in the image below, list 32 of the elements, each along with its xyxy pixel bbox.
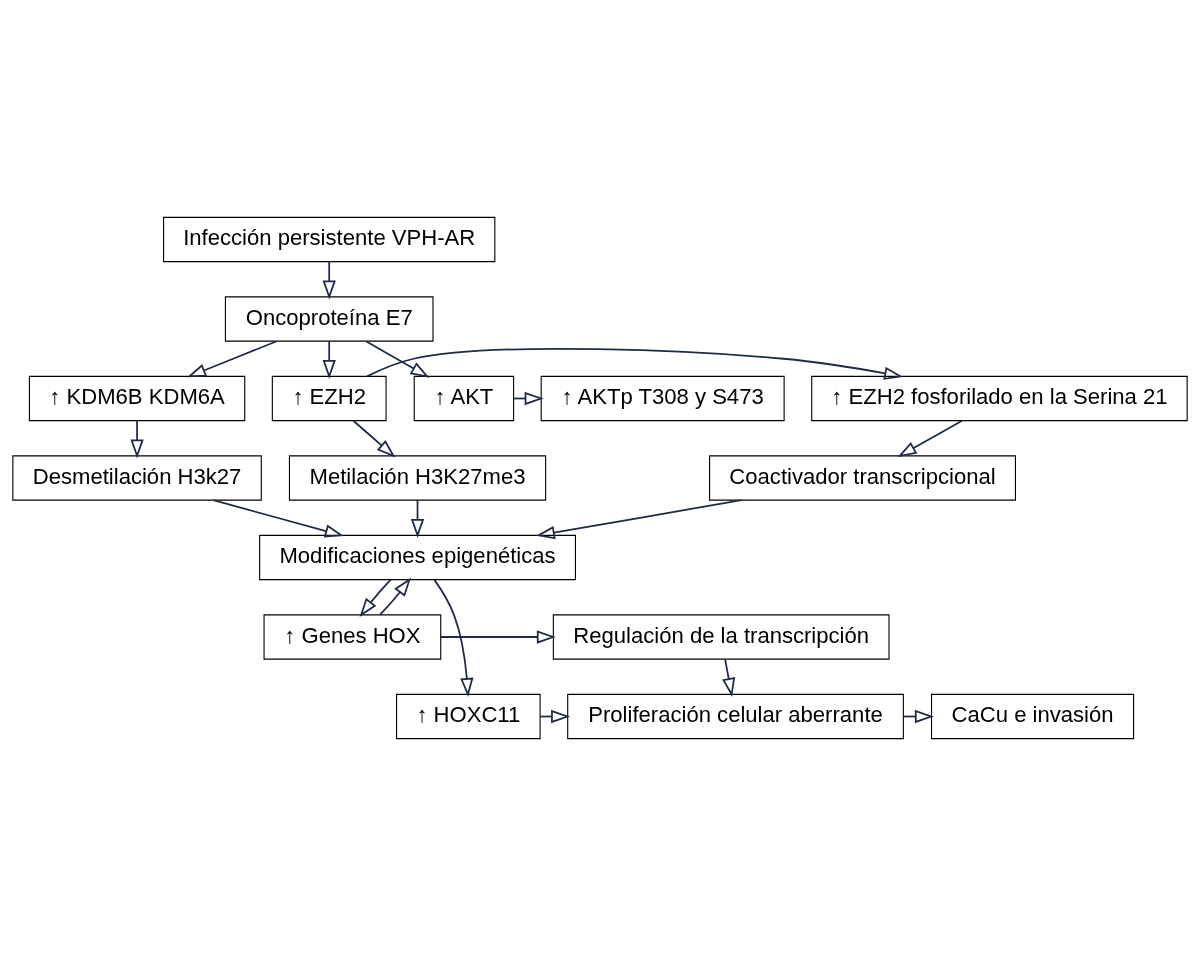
node-box: Desmetilación H3k27: [12, 454, 262, 501]
node-box: Oncoproteína E7: [224, 295, 434, 342]
arrow: [212, 498, 344, 537]
node-box: Proliferación celular aberrante: [567, 693, 904, 739]
node-box: ↑ EZH2: [271, 375, 387, 421]
node-box: ↑ EZH2 fosforilado en la Serina 21: [811, 375, 1188, 421]
node-box: Infección persistente VPH-AR: [163, 216, 496, 262]
arrow: [130, 419, 144, 458]
arrow: [352, 419, 396, 458]
arrow: [440, 629, 556, 644]
arrow: [379, 577, 412, 616]
arrow: [535, 498, 743, 539]
node-box: CaCu e invasión: [931, 693, 1135, 739]
node-box: ↑ Genes HOX: [263, 613, 442, 660]
arrow: [365, 339, 430, 378]
arrow: [410, 498, 425, 538]
arrow: [187, 339, 278, 377]
arrow: [322, 260, 336, 299]
node-box: ↑ AKT: [413, 375, 515, 421]
node-box: Coactivador transcripcional: [709, 454, 1016, 501]
arrow: [897, 419, 963, 457]
node-box: Regulación de la transcripción: [552, 613, 890, 660]
arrow: [722, 657, 736, 697]
node-box: Modificaciones epigenéticas: [259, 534, 576, 580]
arrow: [359, 578, 392, 617]
node-box: Metilación H3K27me3: [288, 454, 547, 501]
node-box: ↑ AKTp T308 y S473: [540, 375, 785, 421]
arrow: [433, 578, 474, 697]
arrow: [322, 339, 336, 379]
arrow: [366, 347, 904, 380]
node-box: ↑ HOXC11: [396, 693, 541, 739]
node-box: ↑ KDM6B KDM6A: [28, 375, 246, 421]
